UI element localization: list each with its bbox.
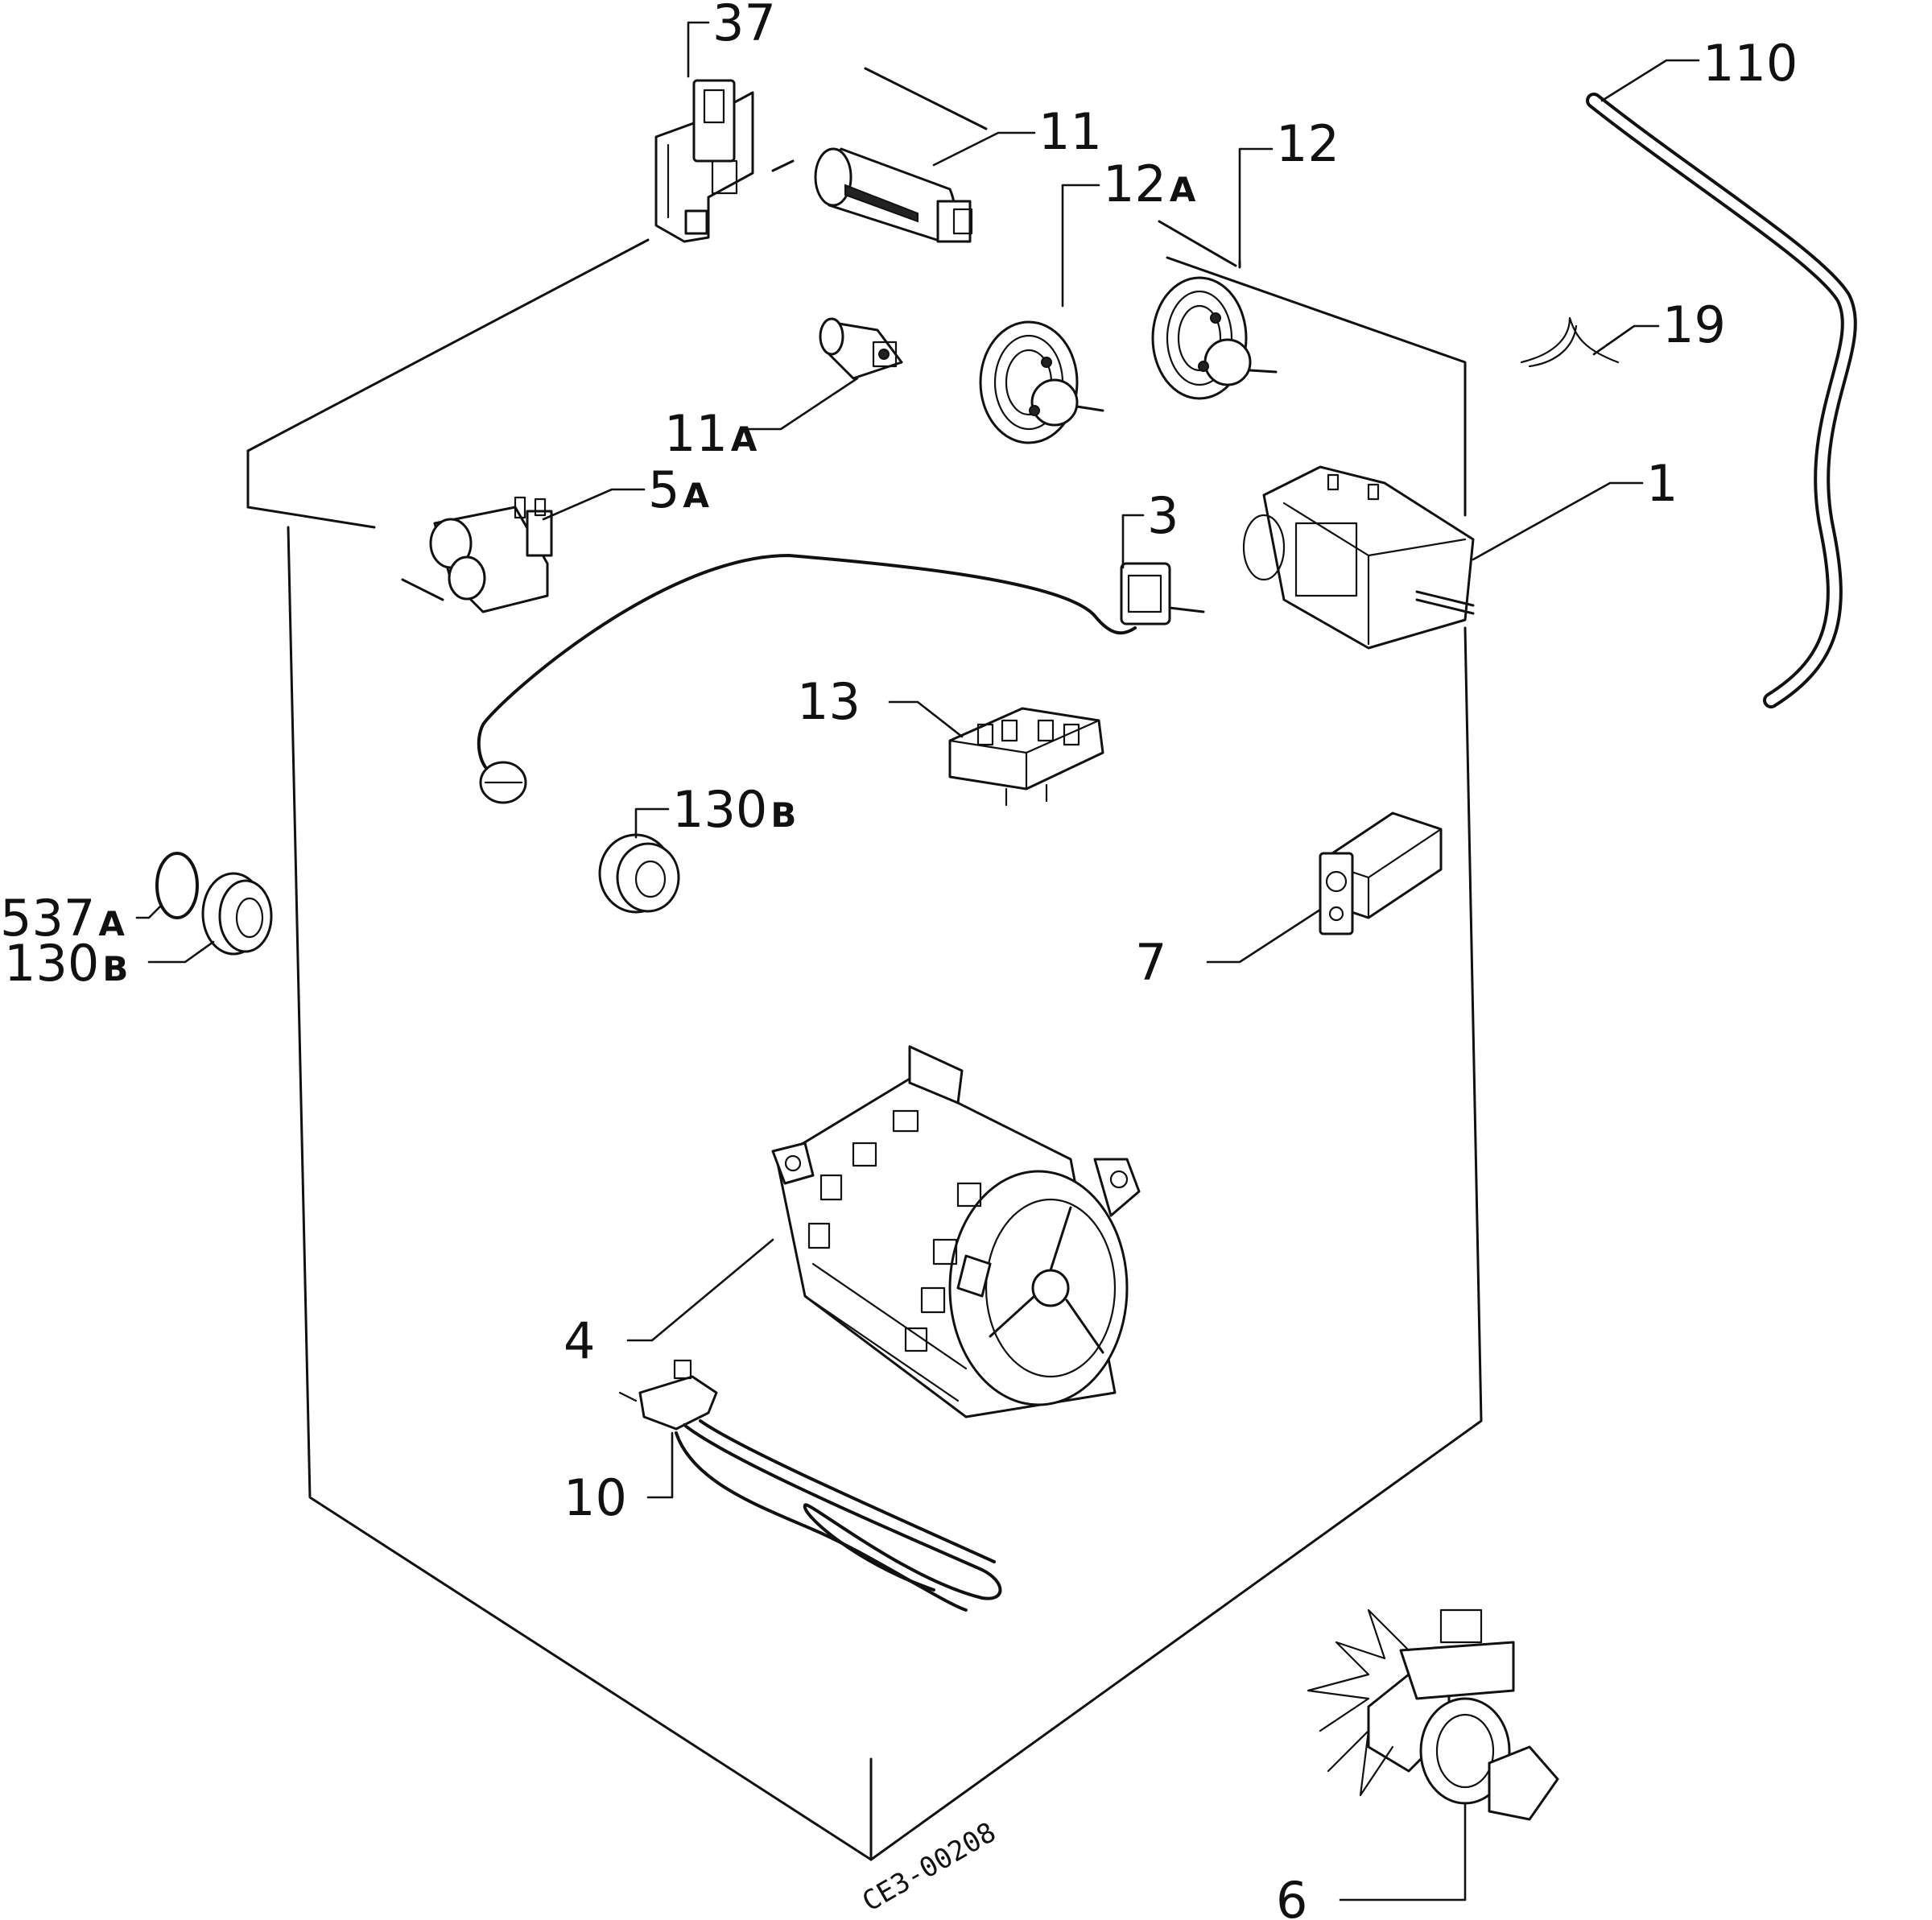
part-130b-grommet-outer bbox=[201, 872, 273, 956]
part-4-motor bbox=[771, 1045, 1141, 1418]
part-6-drain-pump bbox=[1307, 1608, 1559, 1821]
part-13-switch-block bbox=[948, 707, 1104, 807]
part-130b-grommet-inner bbox=[598, 833, 680, 914]
label-130b-inner: 130B bbox=[672, 780, 796, 839]
label-6: 6 bbox=[1276, 1871, 1307, 1920]
drawing-code: CE3-00208 bbox=[857, 1816, 1002, 1918]
part-110-hose bbox=[1586, 93, 1857, 708]
label-130b-outer: 130B bbox=[4, 934, 128, 993]
label-10: 10 bbox=[564, 1468, 627, 1527]
cabinet-outline bbox=[246, 67, 1483, 1861]
part-11-capacitor bbox=[814, 147, 973, 243]
part-12a-pressure-switch bbox=[979, 320, 1104, 444]
label-37: 37 bbox=[712, 0, 776, 52]
label-4: 4 bbox=[564, 1311, 595, 1370]
label-13: 13 bbox=[797, 672, 861, 731]
label-3: 3 bbox=[1147, 486, 1179, 545]
label-1: 1 bbox=[1646, 454, 1678, 513]
part-19-clip bbox=[1520, 316, 1620, 368]
part-11a-small-capacitor bbox=[819, 317, 903, 380]
label-11: 11 bbox=[1038, 102, 1102, 161]
label-19: 19 bbox=[1662, 295, 1726, 354]
part-10-heater bbox=[618, 1359, 1002, 1612]
part-5a-inlet-valve bbox=[429, 496, 553, 613]
label-11a: 11A bbox=[664, 404, 758, 463]
label-7: 7 bbox=[1135, 933, 1166, 992]
leader-lines bbox=[135, 21, 1700, 1901]
label-12a: 12A bbox=[1103, 155, 1196, 213]
part-12-pressure-switch bbox=[1151, 276, 1278, 400]
label-537a: 537A bbox=[0, 889, 125, 948]
part-1-timer bbox=[1242, 465, 1475, 650]
label-12: 12 bbox=[1276, 114, 1340, 173]
part-537a-ring bbox=[155, 852, 199, 919]
part-7-interlock bbox=[1319, 811, 1443, 935]
label-110: 110 bbox=[1703, 34, 1798, 93]
label-5a: 5A bbox=[648, 460, 709, 519]
part-3-thermostat bbox=[477, 554, 1205, 804]
part-labels: 37 11 12A 12 110 19 11A 5A 3 1 13 130B 5… bbox=[0, 0, 1798, 1920]
part-37-switch bbox=[654, 79, 754, 243]
